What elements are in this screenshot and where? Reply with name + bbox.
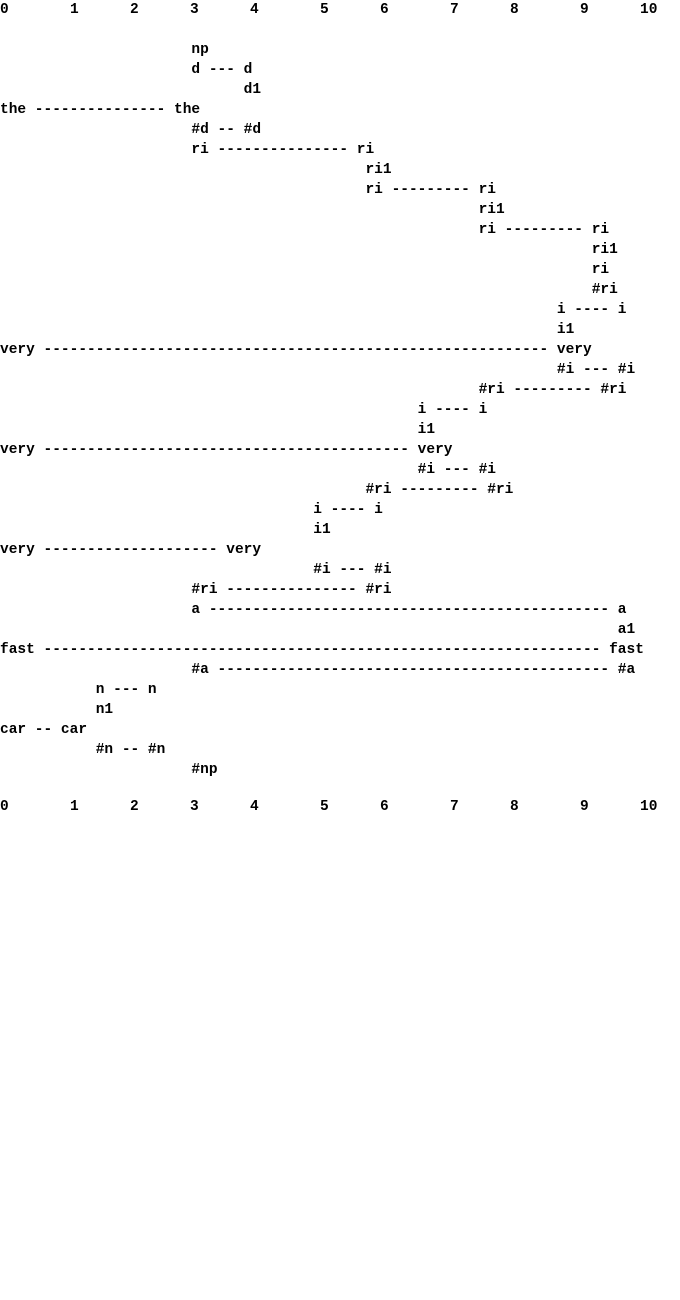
- diagram-row: np: [0, 42, 209, 58]
- bottom-axis-label-7: 7: [450, 799, 459, 815]
- diagram-row: d --- d: [0, 62, 253, 78]
- diagram-row: #d -- #d: [0, 122, 262, 138]
- bottom-axis-label-3: 3: [190, 799, 199, 815]
- bottom-axis-label-8: 8: [510, 799, 519, 815]
- bottom-axis-label-9: 9: [580, 799, 589, 815]
- diagram-row: i1: [0, 322, 575, 338]
- top-axis-label-0: 0: [0, 2, 9, 18]
- bottom-axis-label-6: 6: [380, 799, 389, 815]
- top-axis-label-4: 4: [250, 2, 259, 18]
- top-axis-label-9: 9: [580, 2, 589, 18]
- diagram-row: #ri: [0, 282, 618, 298]
- diagram-row: i ---- i: [0, 402, 488, 418]
- diagram-row: #i --- #i: [0, 362, 636, 378]
- top-axis-label-8: 8: [510, 2, 519, 18]
- diagram-row: ri: [0, 262, 610, 278]
- bottom-axis-label-0: 0: [0, 799, 9, 815]
- diagram-row: the --------------- the: [0, 102, 201, 118]
- bottom-axis-label-4: 4: [250, 799, 259, 815]
- diagram-row: very -------------------- very: [0, 542, 262, 558]
- diagram-row: ri --------------- ri: [0, 142, 375, 158]
- diagram-row: i1: [0, 422, 436, 438]
- top-axis-label-3: 3: [190, 2, 199, 18]
- diagram-row: very -----------------------------------…: [0, 342, 592, 358]
- diagram-row: #ri --------- #ri: [0, 482, 514, 498]
- diagram-row: d1: [0, 82, 262, 98]
- diagram-row: #ri --------- #ri: [0, 382, 627, 398]
- diagram-row: a --------------------------------------…: [0, 602, 627, 618]
- diagram-row: very -----------------------------------…: [0, 442, 453, 458]
- top-axis-label-2: 2: [130, 2, 139, 18]
- bottom-axis-label-10: 10: [640, 799, 658, 815]
- bottom-axis-label-5: 5: [320, 799, 329, 815]
- diagram-row: ri1: [0, 162, 392, 178]
- diagram-row: i ---- i: [0, 502, 383, 518]
- bottom-axis-label-1: 1: [70, 799, 79, 815]
- diagram-row: #np: [0, 762, 218, 778]
- diagram-row: ri --------- ri: [0, 222, 610, 238]
- diagram-row: ri1: [0, 242, 618, 258]
- diagram-row: #ri --------------- #ri: [0, 582, 392, 598]
- diagram-row: i ---- i: [0, 302, 627, 318]
- top-axis-label-10: 10: [640, 2, 658, 18]
- phrase-structure-diagram: 0 1 2 3 4 5 6 7 8 9 10 np d --- d d1 the…: [0, 2, 658, 815]
- diagram-row: #i --- #i: [0, 462, 496, 478]
- diagram-row: ri --------- ri: [0, 182, 496, 198]
- diagram-row: #n -- #n: [0, 742, 166, 758]
- top-axis-label-7: 7: [450, 2, 459, 18]
- diagram-row: n --- n: [0, 682, 157, 698]
- top-axis-label-6: 6: [380, 2, 389, 18]
- bottom-axis-label-2: 2: [130, 799, 139, 815]
- top-axis-label-1: 1: [70, 2, 79, 18]
- diagram-row: ri1: [0, 202, 505, 218]
- diagram-row: n1: [0, 702, 114, 718]
- diagram-row: #a -------------------------------------…: [0, 662, 636, 678]
- diagram-row: a1: [0, 622, 636, 638]
- diagram-row: i1: [0, 522, 331, 538]
- diagram-row: car -- car: [0, 722, 88, 738]
- diagram-row: #i --- #i: [0, 562, 392, 578]
- top-axis-label-5: 5: [320, 2, 329, 18]
- diagram-row: fast -----------------------------------…: [0, 642, 644, 658]
